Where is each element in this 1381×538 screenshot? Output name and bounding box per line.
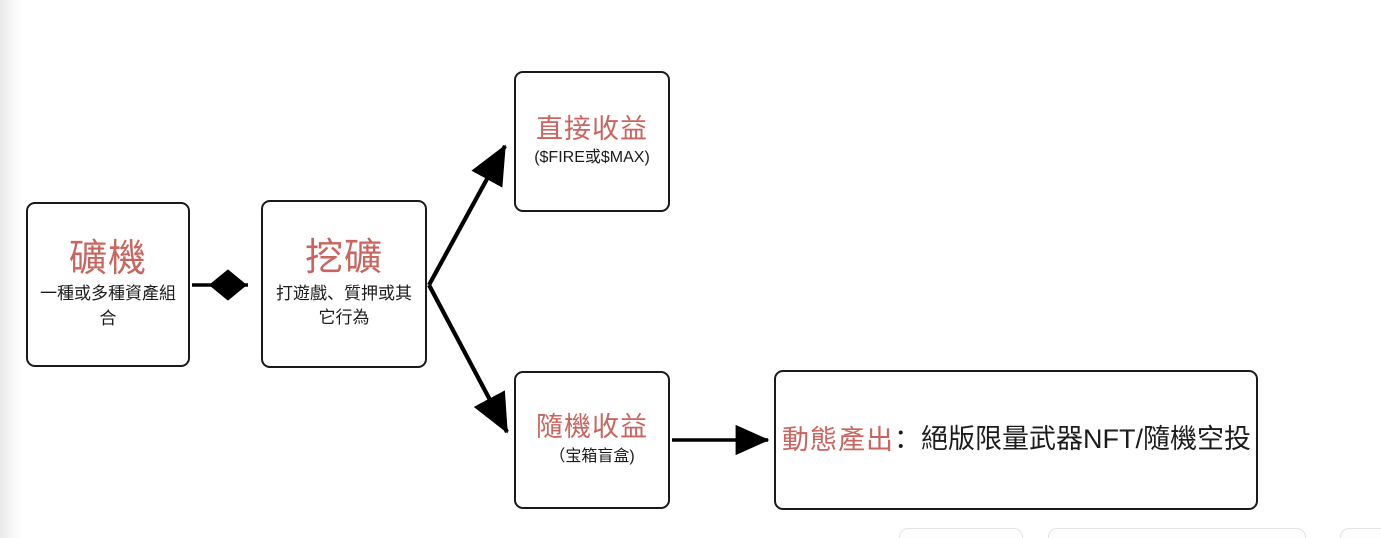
bottom-stub-2[interactable] [1048, 528, 1306, 538]
bottom-stub-1[interactable] [899, 528, 1023, 538]
connector-mining-to-random [427, 284, 509, 434]
node-miner-subtitle: 一種或多種資產組合 [40, 284, 176, 328]
node-mining-title: 挖礦 [304, 237, 383, 280]
node-mining[interactable]: 挖礦 打遊戲、質押或其它行為 [261, 200, 427, 368]
node-random-income-title: 隨機收益 [536, 412, 648, 443]
bottom-stub-3[interactable] [1340, 528, 1381, 538]
node-dynamic-output[interactable]: 動態產出 ：絕版限量武器NFT/隨機空投 [774, 370, 1258, 510]
node-miner[interactable]: 礦機 一種或多種資產組合 [26, 202, 190, 367]
node-mining-subtitle: 打遊戲、質押或其它行為 [276, 283, 412, 328]
node-random-income[interactable]: 隨機收益 （宝箱盲盒) [514, 371, 670, 509]
node-dynamic-output-title: 動態產出 [782, 424, 894, 455]
node-direct-income[interactable]: 直接收益 ($FIRE或$MAX) [514, 71, 670, 212]
node-random-income-subtitle: （宝箱盲盒) [549, 447, 635, 465]
node-direct-income-title: 直接收益 [536, 113, 648, 144]
node-dynamic-output-subtitle: ：絕版限量武器NFT/隨機空投 [894, 424, 1251, 455]
node-miner-title: 礦機 [68, 237, 147, 280]
node-direct-income-subtitle: ($FIRE或$MAX) [534, 149, 650, 167]
connector-mining-to-direct [427, 144, 507, 287]
